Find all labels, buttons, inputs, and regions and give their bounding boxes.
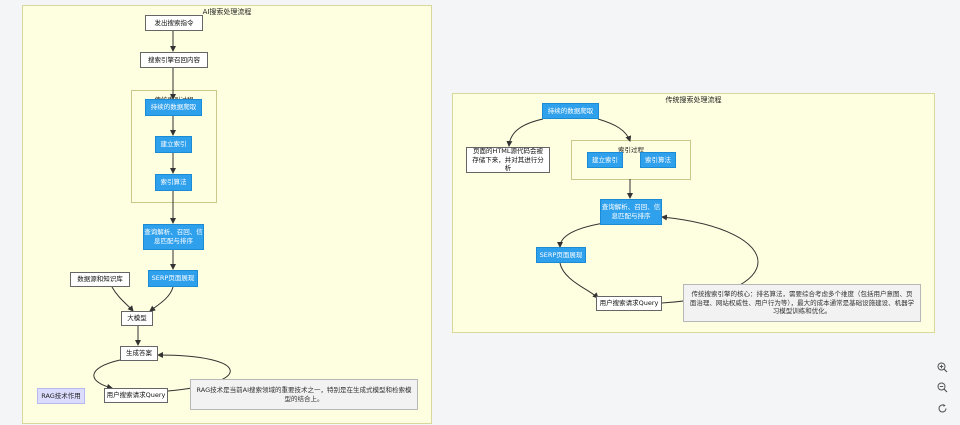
right-diagram-title: 传统搜索处理流程 [665, 96, 722, 104]
tag-rag-role[interactable]: RAG技术作用 [37, 388, 85, 404]
zoom-out-icon[interactable] [935, 380, 949, 394]
note-html-stored[interactable]: 页面的HTML源代码会被存储下来，并对其进行分析 [466, 147, 550, 173]
node-user-query[interactable]: 用户搜索请求Query [104, 388, 168, 403]
node-serp-display[interactable]: SERP页面展现 [148, 270, 198, 287]
node-generate-answer[interactable]: 生成答案 [120, 346, 158, 361]
node-right-query-parse[interactable]: 查询解析、召回、信息匹配与排序 [600, 199, 662, 225]
note-core-ranking: 传统搜索引擎的核心：排名算法，需要综合考虑多个维度（包括用户意图、页面治理、网站… [683, 284, 921, 322]
right-subgraph-title: 索引过程 [618, 146, 644, 154]
node-engine-recall[interactable]: 搜索引擎召回内容 [140, 52, 208, 68]
node-right-user-query[interactable]: 用户搜索请求Query [596, 296, 662, 311]
reset-icon[interactable] [935, 401, 949, 415]
node-right-serp-display[interactable]: SERP页面展现 [536, 247, 586, 263]
node-right-index-algorithm[interactable]: 索引算法 [640, 152, 676, 168]
node-llm[interactable]: 大模型 [121, 311, 153, 326]
note-rag: RAG技术是当前AI搜索领域的重要技术之一，特别是在生成式模型和检索模型的结合上… [190, 379, 418, 410]
node-right-build-index[interactable]: 建立索引 [587, 152, 623, 168]
left-diagram-frame: AI搜索处理流程 [22, 5, 432, 424]
zoom-in-icon[interactable] [935, 360, 949, 374]
node-data-source[interactable]: 数据源和知识库 [70, 272, 130, 287]
node-index-algorithm[interactable]: 索引算法 [155, 174, 192, 191]
node-send-command[interactable]: 发出搜索指令 [145, 15, 203, 31]
node-build-index[interactable]: 建立索引 [155, 136, 192, 153]
node-right-continuous-crawl[interactable]: 持续的数据爬取 [542, 103, 599, 119]
node-query-parse[interactable]: 查询解析、召回、信息匹配与排序 [143, 224, 204, 250]
node-continuous-crawl[interactable]: 持续的数据爬取 [145, 99, 202, 116]
left-diagram-title: AI搜索处理流程 [202, 8, 252, 16]
